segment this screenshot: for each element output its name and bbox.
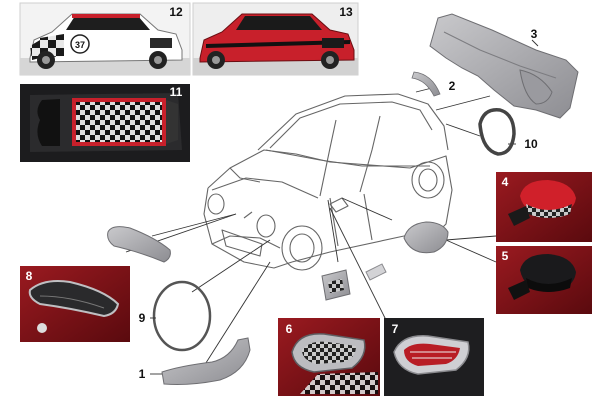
part-mirror-cap-grey	[403, 221, 449, 254]
photo-5-black-mirror-cap: 5	[496, 246, 592, 314]
callout-12: 12	[169, 5, 183, 19]
part-1-bumper-trim: 1	[139, 337, 251, 385]
part-9-headlight-ring: 9	[139, 280, 212, 352]
callout-1: 1	[139, 367, 146, 381]
callout-6: 6	[286, 322, 293, 336]
photo-8-hood-scoop: 8	[20, 266, 130, 342]
callout-2: 2	[449, 79, 456, 93]
callout-4: 4	[502, 175, 509, 189]
part-3-rear-panel: 3	[429, 13, 579, 119]
callout-9: 9	[139, 311, 146, 325]
part-10-mirror-ring: 10	[478, 108, 538, 156]
main-car-line-drawing	[203, 93, 453, 271]
callout-13: 13	[339, 5, 353, 19]
callout-7: 7	[392, 322, 399, 336]
callout-3: 3	[531, 27, 538, 41]
part-side-scuttle-chrome	[365, 263, 387, 281]
photo-6-side-scuttle-checker: 6	[278, 318, 380, 396]
part-side-scuttle-grey	[321, 269, 351, 301]
photo-13-red-car-stripe-decal: 13	[192, 2, 359, 76]
part-8-headlight-trim	[107, 226, 171, 263]
part-2-arc-trim: 2	[411, 71, 456, 97]
photo-7-side-scuttle-chrome: 7	[384, 318, 484, 396]
callout-11: 11	[170, 85, 183, 99]
photo-11-checkered-roof: 11	[20, 84, 190, 162]
callout-5: 5	[502, 249, 509, 263]
photo-12-white-car-checker-decal: 37 12	[19, 2, 191, 76]
callout-8: 8	[26, 269, 33, 283]
photo-4-red-mirror-cap: 4	[496, 172, 592, 242]
race-number-decal: 37	[75, 40, 85, 50]
callout-10: 10	[524, 137, 538, 151]
